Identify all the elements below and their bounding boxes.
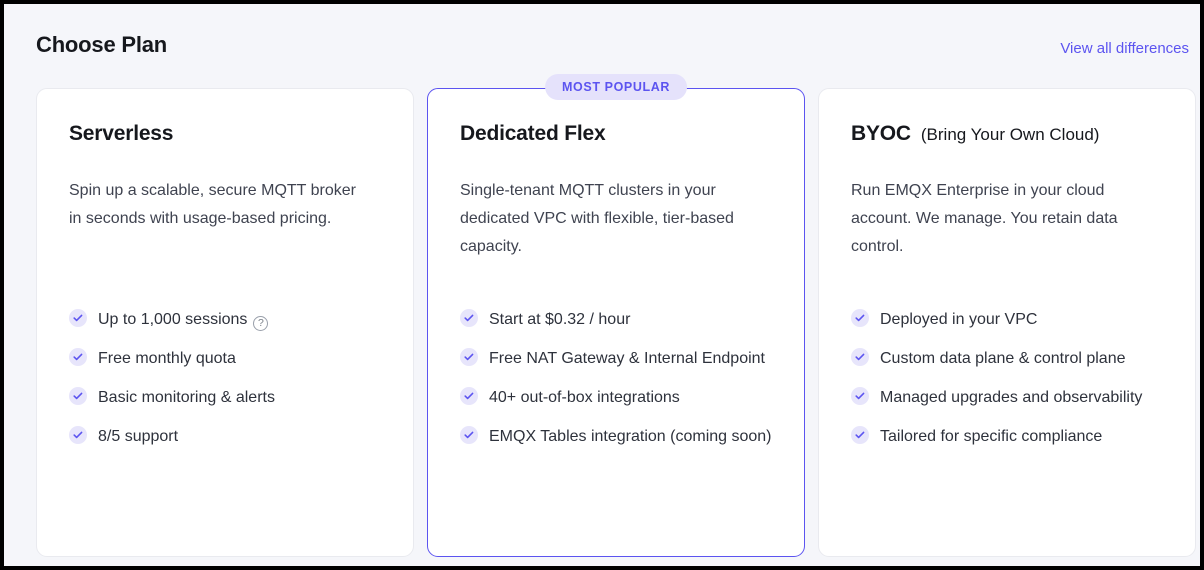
feature-item: Custom data plane & control plane <box>851 346 1167 371</box>
plan-title: Serverless <box>69 122 174 145</box>
check-circle-icon <box>460 387 478 405</box>
check-circle-icon <box>851 426 869 444</box>
plan-description: Spin up a scalable, secure MQTT broker i… <box>69 182 356 227</box>
plan-description: Single-tenant MQTT clusters in your dedi… <box>460 182 734 255</box>
feature-label: Custom data plane & control plane <box>880 350 1126 367</box>
feature-label: Managed upgrades and observability <box>880 389 1143 406</box>
feature-item: Free NAT Gateway & Internal Endpoint <box>460 346 776 371</box>
check-circle-icon <box>851 309 869 327</box>
view-all-differences-link[interactable]: View all differences <box>1060 40 1189 57</box>
check-circle-icon <box>851 387 869 405</box>
check-circle-icon <box>460 426 478 444</box>
feature-item: Managed upgrades and observability <box>851 385 1167 410</box>
check-circle-icon <box>460 309 478 327</box>
feature-label: 8/5 support <box>98 428 179 445</box>
choose-plan-screen: Choose Plan View all differences Serverl… <box>4 4 1200 566</box>
plan-title-row: BYOC (Bring Your Own Cloud) <box>851 121 1163 151</box>
feature-label: 40+ out-of-box integrations <box>489 389 680 406</box>
feature-label: Tailored for specific compliance <box>880 428 1103 445</box>
feature-label: Start at $0.32 / hour <box>489 311 631 328</box>
feature-label: Free monthly quota <box>98 350 236 367</box>
feature-label: Free NAT Gateway & Internal Endpoint <box>489 350 765 367</box>
plan-title-suffix: (Bring Your Own Cloud) <box>920 125 1100 144</box>
feature-item: Free monthly quota <box>69 346 385 371</box>
plan-feature-list: Up to 1,000 sessions? Free monthly quota… <box>69 307 385 463</box>
plan-title: Dedicated Flex <box>460 122 606 145</box>
feature-item: Start at $0.32 / hour <box>460 307 776 332</box>
feature-item: Up to 1,000 sessions? <box>69 307 385 332</box>
plan-card-serverless[interactable]: Serverless Spin up a scalable, secure MQ… <box>36 88 414 557</box>
check-circle-icon <box>69 309 87 327</box>
help-circle-icon[interactable]: ? <box>253 316 269 331</box>
check-circle-icon <box>69 348 87 366</box>
plan-title-row: Serverless <box>69 121 381 151</box>
page-header: Choose Plan View all differences <box>4 4 1200 70</box>
feature-label: Up to 1,000 sessions? <box>98 307 269 332</box>
plan-card-list: Serverless Spin up a scalable, secure MQ… <box>4 74 1200 566</box>
most-popular-badge: MOST POPULAR <box>545 74 687 100</box>
check-circle-icon <box>460 348 478 366</box>
page-title: Choose Plan <box>36 32 168 57</box>
check-circle-icon <box>851 348 869 366</box>
plan-feature-list: Deployed in your VPC Custom data plane &… <box>851 307 1167 463</box>
feature-label: Basic monitoring & alerts <box>98 389 275 406</box>
plan-title-row: Dedicated Flex <box>460 121 772 151</box>
feature-label: Deployed in your VPC <box>880 311 1038 328</box>
plan-card-dedicated-flex[interactable]: MOST POPULAR Dedicated Flex Single-tenan… <box>427 74 805 557</box>
feature-item: 8/5 support <box>69 424 385 449</box>
feature-label: EMQX Tables integration (coming soon) <box>489 428 772 445</box>
plan-card-byoc[interactable]: BYOC (Bring Your Own Cloud) Run EMQX Ent… <box>818 88 1196 557</box>
plan-title: BYOC <box>851 122 911 145</box>
feature-item: Basic monitoring & alerts <box>69 385 385 410</box>
check-circle-icon <box>69 387 87 405</box>
feature-item: 40+ out-of-box integrations <box>460 385 776 410</box>
check-circle-icon <box>69 426 87 444</box>
plan-feature-list: Start at $0.32 / hour Free NAT Gateway &… <box>460 307 776 463</box>
feature-item: Deployed in your VPC <box>851 307 1167 332</box>
feature-item: Tailored for specific compliance <box>851 424 1167 449</box>
feature-item: EMQX Tables integration (coming soon) <box>460 424 776 449</box>
plan-description: Run EMQX Enterprise in your cloud accoun… <box>851 182 1118 255</box>
